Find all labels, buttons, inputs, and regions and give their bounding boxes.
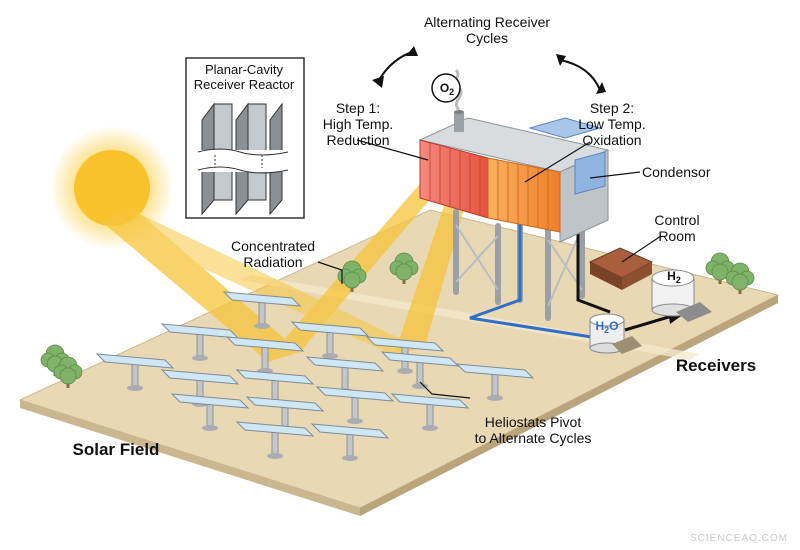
tower-bracing xyxy=(455,224,583,307)
cycles-line1: Alternating Receiver xyxy=(423,14,551,30)
inset-title: Planar-Cavity Receiver Reactor xyxy=(188,62,300,92)
radiation-label: Concentrated Radiation xyxy=(226,238,320,270)
receivers-label: Receivers xyxy=(675,356,757,375)
step1-line1: High Temp. xyxy=(322,116,394,132)
oxygen-label: O2 xyxy=(436,80,458,97)
heliostat xyxy=(310,423,390,461)
heliostat xyxy=(222,291,302,329)
receiver-building xyxy=(418,68,610,243)
tree xyxy=(53,356,83,388)
tree-group xyxy=(40,252,755,388)
heliostat xyxy=(390,393,470,431)
inset-title-line1: Planar-Cavity xyxy=(204,62,284,77)
heliostat xyxy=(95,353,175,391)
heliostats-line2: to Alternate Cycles xyxy=(474,430,592,446)
radiation-line2: Radiation xyxy=(243,254,303,270)
control-line1: Control xyxy=(654,212,700,228)
water-h: H xyxy=(595,319,605,333)
hydrogen-label: H2 xyxy=(664,268,684,285)
heliostat-field xyxy=(95,291,535,461)
step2-label: Step 2: Low Temp. Oxidation xyxy=(564,100,660,148)
water-subscript: 2 xyxy=(604,325,610,335)
step1-label: Step 1: High Temp. Reduction xyxy=(306,100,410,148)
hydrogen-symbol: H xyxy=(667,269,676,283)
step1-heading: Step 1: xyxy=(335,100,381,116)
leader-lines xyxy=(317,139,662,399)
inset-title-line2: Receiver Reactor xyxy=(193,77,295,92)
step2-line2: Oxidation xyxy=(582,132,642,148)
step2-line1: Low Temp. xyxy=(578,116,646,132)
heliostat xyxy=(290,321,370,359)
hydrogen-tank xyxy=(651,269,712,322)
control-room-label: Control Room xyxy=(642,212,712,244)
cycle-arrows xyxy=(372,46,606,94)
water-label: H2O xyxy=(591,318,623,335)
heliostat xyxy=(235,421,315,459)
heliostat xyxy=(315,386,395,424)
control-line2: Room xyxy=(658,228,696,244)
oxygen-bubble xyxy=(431,73,461,103)
radiation-line1: Concentrated xyxy=(230,238,316,254)
heliostats-label: Heliostats Pivot to Alternate Cycles xyxy=(466,414,600,446)
heliostat xyxy=(455,363,535,401)
control-room xyxy=(588,247,654,290)
reactor-inset xyxy=(185,57,305,219)
cycles-line2: Cycles xyxy=(465,30,508,46)
hydrogen-subscript: 2 xyxy=(675,275,681,285)
tree xyxy=(725,262,755,294)
cycles-label: Alternating Receiver Cycles xyxy=(414,14,560,46)
heliostat xyxy=(160,323,240,361)
watermark: SCIENCEAQ.COM xyxy=(689,533,788,544)
tree xyxy=(389,252,419,284)
condensor-label: Condensor xyxy=(642,164,711,180)
heliostats-line1: Heliostats Pivot xyxy=(484,414,582,430)
step2-heading: Step 2: xyxy=(589,100,635,116)
step1-line2: Reduction xyxy=(326,132,390,148)
heliostat xyxy=(380,351,460,389)
water-o: O xyxy=(609,319,619,333)
oxygen-symbol: O xyxy=(439,81,450,95)
water-tank xyxy=(589,313,642,354)
solar-field-label: Solar Field xyxy=(72,440,160,459)
heliostat xyxy=(170,393,250,431)
oxygen-subscript: 2 xyxy=(449,87,455,97)
